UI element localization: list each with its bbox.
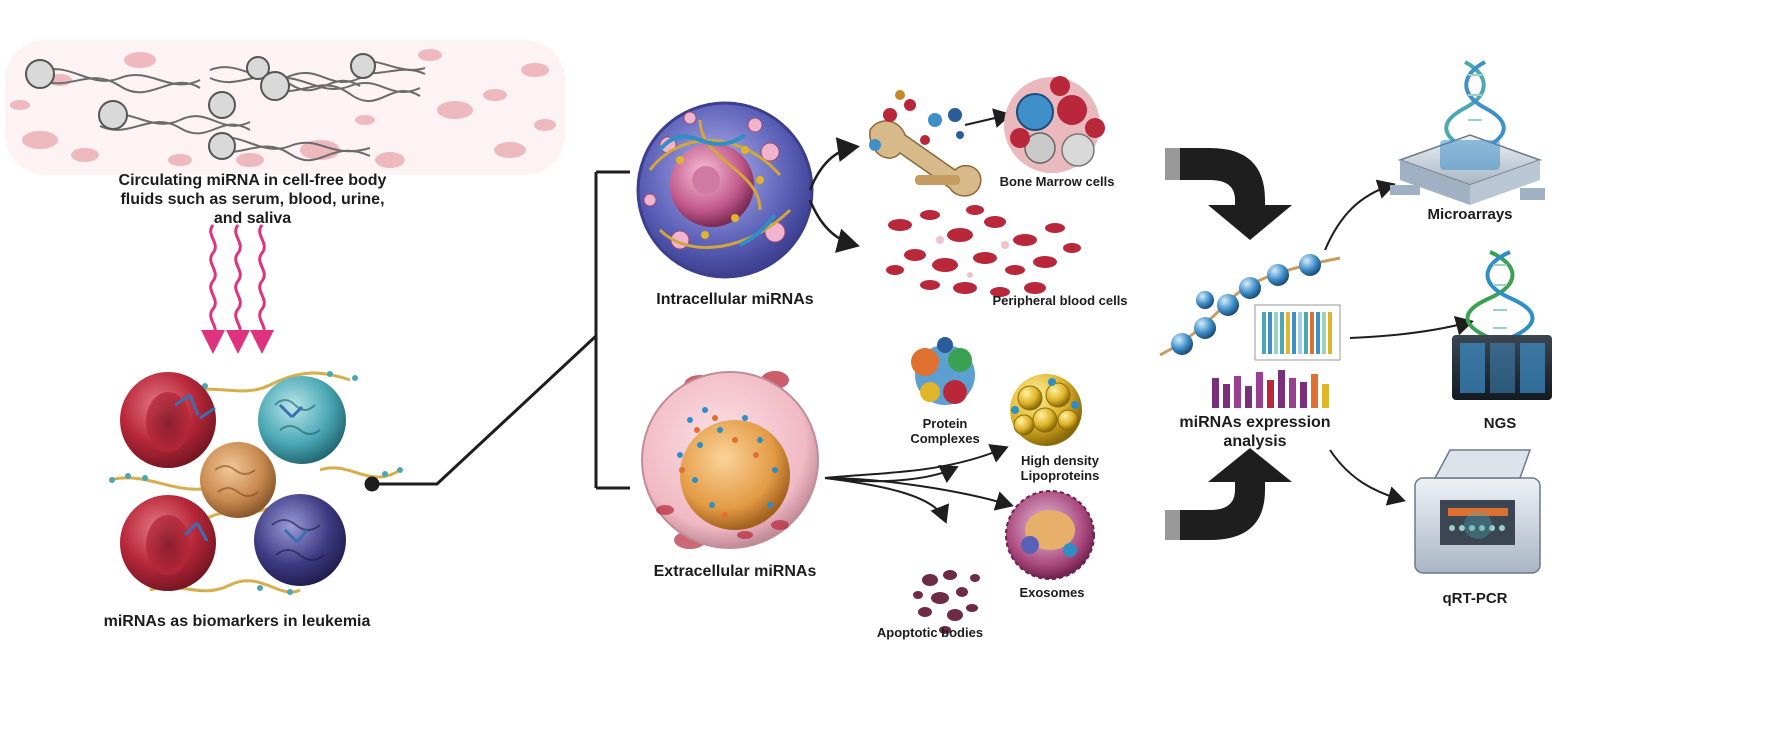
microarray-instrument-icon bbox=[1390, 60, 1545, 205]
block-arrow-top bbox=[1160, 148, 1292, 240]
bone-marrow-cells-icon bbox=[1004, 76, 1105, 173]
red-blood-cell-icon bbox=[120, 372, 216, 591]
extracellular-arrows bbox=[824, 444, 1014, 524]
teal-cell-icon bbox=[258, 376, 346, 464]
blood-field-background bbox=[5, 40, 565, 175]
apoptotic-bodies-label: Apoptotic bodies bbox=[876, 625, 984, 640]
orange-cell-icon bbox=[200, 442, 276, 518]
intracellular-label: Intracellular miRNAs bbox=[656, 291, 814, 308]
peripheral-blood-label: Peripheral blood cells bbox=[992, 293, 1128, 308]
peripheral-blood-cells-icon bbox=[886, 205, 1081, 297]
leukemia-cell-cluster bbox=[109, 371, 403, 595]
block-arrow-bottom bbox=[1160, 448, 1292, 540]
ngs-label: NGS bbox=[1483, 415, 1517, 432]
connector-line bbox=[364, 170, 630, 492]
bone-icon bbox=[869, 90, 982, 197]
circulating-mirna-label: Circulating miRNA in cell-free body flui… bbox=[118, 172, 387, 227]
bone-marrow-label: Bone Marrow cells bbox=[999, 174, 1115, 189]
qrtpcr-label: qRT-PCR bbox=[1442, 590, 1508, 607]
bar-chart-icon bbox=[1212, 370, 1329, 408]
apoptotic-bodies-icon bbox=[913, 570, 980, 634]
mirna-bead-strand-icon bbox=[1159, 254, 1341, 357]
wavy-arrows-icon bbox=[201, 224, 274, 354]
exosomes-label: Exosomes bbox=[1019, 585, 1085, 600]
qpcr-machine-icon bbox=[1414, 449, 1541, 574]
technique-arrows bbox=[1324, 179, 1474, 506]
biomarkers-label: miRNAs as biomarkers in leukemia bbox=[103, 613, 371, 630]
exosome-icon bbox=[1005, 490, 1095, 580]
expression-analysis-label: miRNAs expression analysis bbox=[1179, 414, 1331, 450]
heatmap-chart-icon bbox=[1254, 304, 1341, 361]
lipoprotein-icon bbox=[1010, 374, 1082, 446]
protein-complexes-label: Protein Complexes bbox=[910, 416, 980, 447]
hdl-label: High density Lipoproteins bbox=[1020, 453, 1100, 484]
microarrays-label: Microarrays bbox=[1427, 206, 1513, 223]
dna-coil-icon bbox=[25, 53, 376, 160]
protein-complex-icon bbox=[911, 337, 975, 405]
ngs-sequencer-icon bbox=[1452, 250, 1552, 400]
intracellular-cell-icon bbox=[636, 101, 814, 279]
extracellular-label: Extracellular miRNAs bbox=[653, 563, 817, 580]
extracellular-cell-icon bbox=[641, 371, 819, 549]
intracellular-arrows bbox=[808, 137, 860, 253]
